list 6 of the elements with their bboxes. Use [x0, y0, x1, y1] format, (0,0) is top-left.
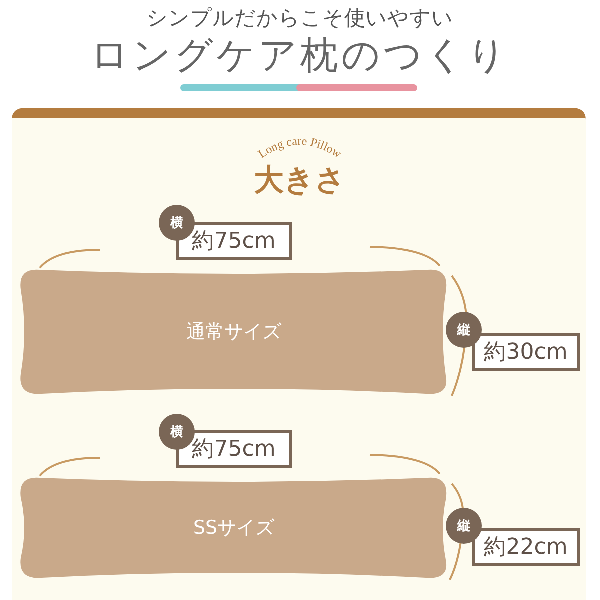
subtitle: シンプルだからこそ使いやすい: [146, 5, 454, 32]
dimension-box: 約22cm: [472, 528, 580, 566]
title: ロングケア枕のつくり: [90, 32, 510, 78]
arched-heading: Long care Pillow: [256, 134, 344, 161]
section-heading: 大きさ: [253, 162, 347, 200]
dimension-box: 約30cm: [472, 333, 580, 371]
